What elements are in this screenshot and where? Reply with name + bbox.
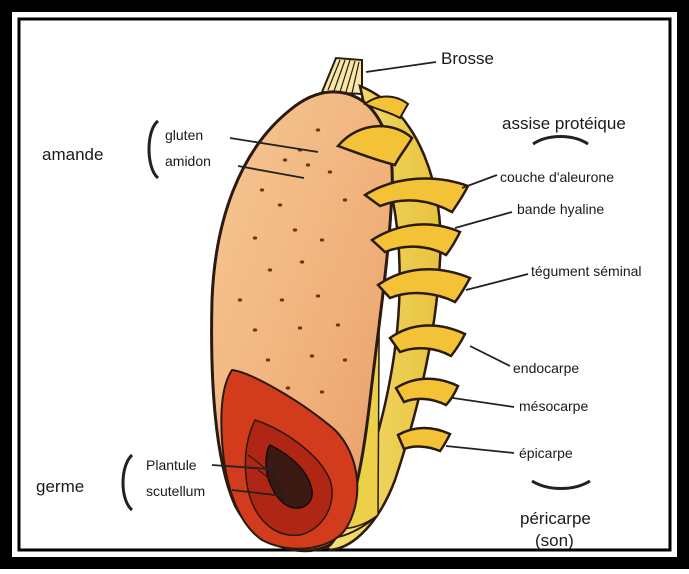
label-bande-hyaline: bande hyaline bbox=[517, 201, 604, 217]
almond-dot bbox=[320, 238, 324, 241]
label-plantule: Plantule bbox=[146, 457, 197, 473]
almond-dot bbox=[280, 298, 284, 301]
label-amidon: amidon bbox=[165, 153, 211, 169]
almond-dot bbox=[278, 203, 282, 206]
label-endocarpe: endocarpe bbox=[513, 360, 579, 376]
almond-dot bbox=[316, 294, 320, 297]
label-pericarpe: péricarpe bbox=[520, 509, 591, 528]
almond-dot bbox=[283, 158, 287, 161]
almond-dot bbox=[310, 354, 314, 357]
almond-dot bbox=[268, 268, 272, 271]
almond-dot bbox=[300, 260, 304, 263]
label-epicarpe: épicarpe bbox=[519, 445, 573, 461]
almond-dot bbox=[260, 188, 264, 191]
label-amande: amande bbox=[42, 145, 103, 164]
label-assise-proteique: assise protéique bbox=[502, 114, 626, 133]
almond-dot bbox=[316, 128, 320, 131]
almond-dot bbox=[343, 358, 347, 361]
label-tegument-seminal: tégument séminal bbox=[531, 263, 642, 279]
almond-dot bbox=[306, 163, 310, 166]
label-germe: germe bbox=[36, 477, 84, 496]
label-gluten: gluten bbox=[165, 127, 203, 143]
almond-dot bbox=[298, 326, 302, 329]
label-mesocarpe: mésocarpe bbox=[519, 398, 588, 414]
almond-dot bbox=[328, 170, 332, 173]
label-scutellum: scutellum bbox=[146, 483, 205, 499]
label-son: (son) bbox=[535, 531, 574, 550]
almond-dot bbox=[293, 228, 297, 231]
almond-dot bbox=[238, 298, 242, 301]
almond-dot bbox=[266, 358, 270, 361]
label-couche-aleurone: couche d'aleurone bbox=[500, 169, 614, 185]
almond-dot bbox=[343, 198, 347, 201]
almond-dot bbox=[286, 386, 290, 389]
almond-dot bbox=[336, 323, 340, 326]
almond-dot bbox=[320, 390, 324, 393]
almond-dot bbox=[253, 328, 257, 331]
almond-dot bbox=[253, 236, 257, 239]
label-brosse: Brosse bbox=[441, 49, 494, 68]
